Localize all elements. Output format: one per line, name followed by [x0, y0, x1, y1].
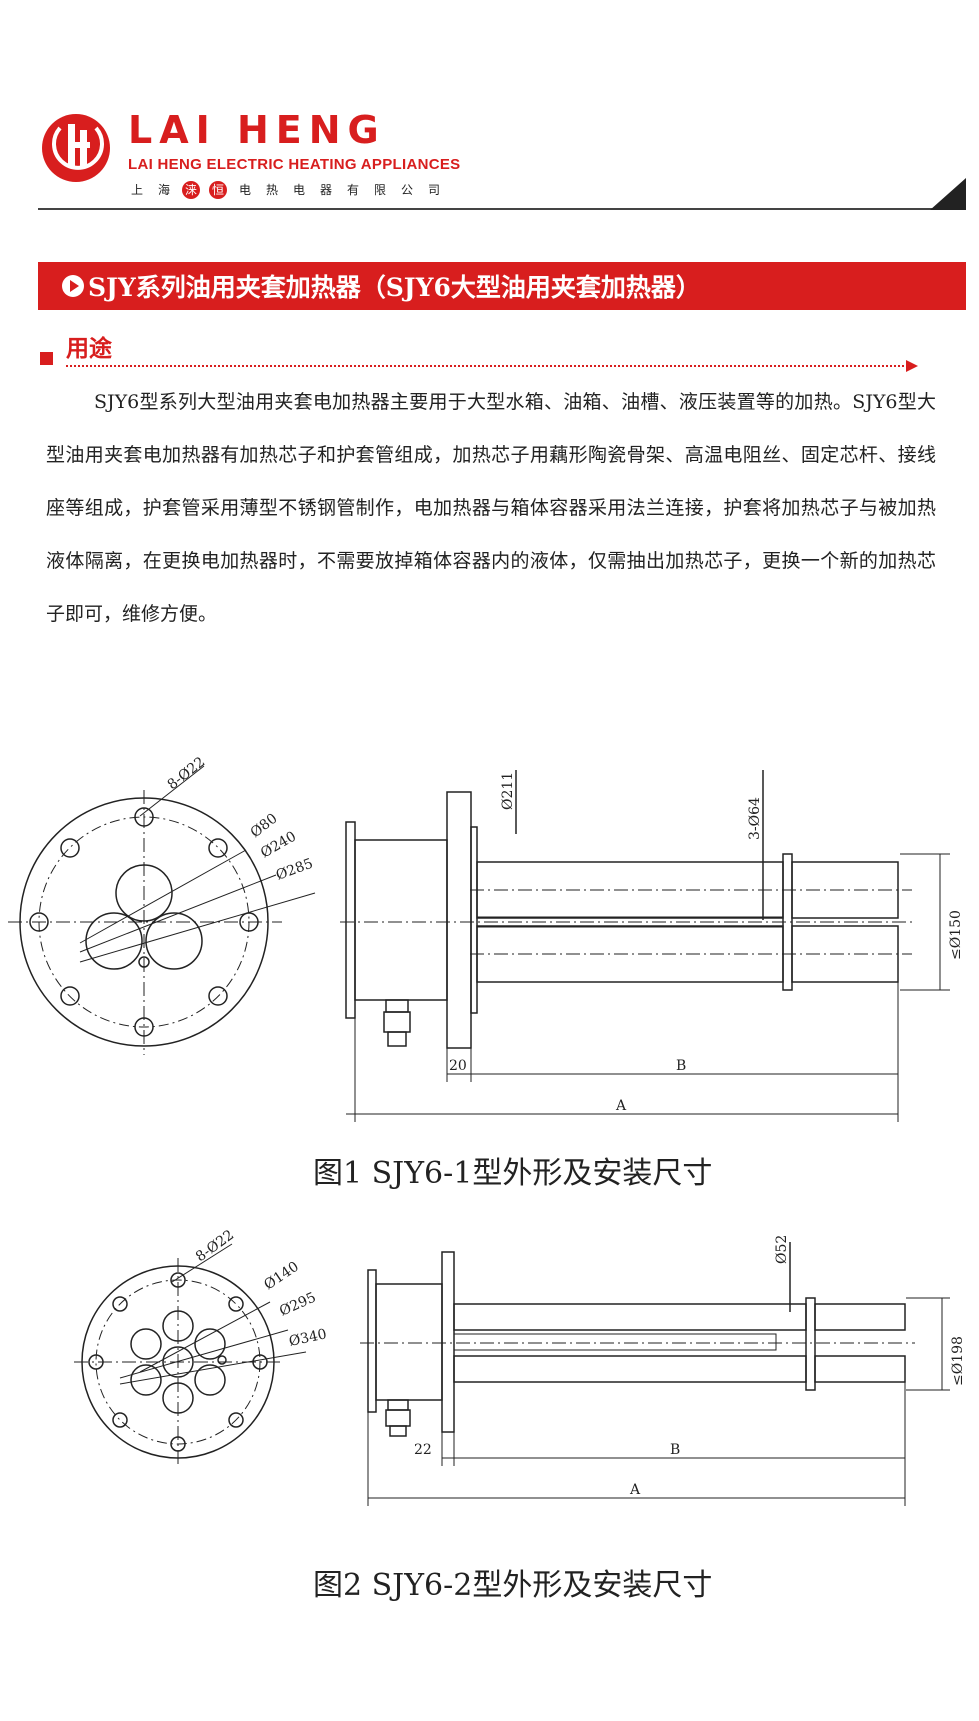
- figure1-side-view: [340, 770, 950, 1122]
- play-bullet-icon: [62, 275, 84, 297]
- arrow-right-icon: [906, 360, 918, 372]
- figure1-dim-bolts: 8-Ø22: [165, 754, 209, 793]
- figure1-dim-211: Ø211: [500, 772, 516, 810]
- header-divider: [38, 208, 966, 210]
- figure2-caption: 图2 SJY6-2型外形及安装尺寸: [313, 1568, 713, 1603]
- product-title-bar: SJY系列油用夹套加热器（SJY6大型油用夹套加热器）: [38, 262, 966, 310]
- figure1-dim-B: B: [676, 1058, 686, 1074]
- figure1-caption: 图1 SJY6-1型外形及安装尺寸: [313, 1156, 713, 1191]
- figure1-dim-tubes: 3-Ø64: [747, 797, 763, 840]
- section-title: 用途: [66, 335, 112, 362]
- figure2-dim-198: ≤Ø198: [950, 1336, 966, 1386]
- figure1-flange-view: [8, 765, 316, 1055]
- figure2-dim-inner: Ø140: [261, 1259, 302, 1294]
- figure2-flange-view: [74, 1243, 307, 1466]
- figure2-dim-22: 22: [414, 1442, 432, 1458]
- section-divider: [66, 365, 908, 367]
- figure1-dim-A: A: [615, 1098, 627, 1114]
- figure2-dim-bolts: 8-Ø22: [193, 1227, 237, 1265]
- figure2-dim-outer: Ø340: [288, 1326, 329, 1350]
- company-chinese-name: 上 海 涞 恒 电 热 电 器 有 限 公 司: [130, 181, 440, 199]
- figure2-dim-A: A: [629, 1482, 641, 1498]
- figure2-drawing: 8-Ø22 Ø140 Ø295 Ø340 Ø52 ≤Ø198 22 B A: [74, 1227, 966, 1506]
- header-corner-triangle: [930, 178, 966, 210]
- brand-subtitle: LAI HENG ELECTRIC HEATING APPLIANCES: [128, 156, 461, 173]
- figure2-dim-52: Ø52: [774, 1235, 790, 1264]
- company-logo-icon: [42, 114, 110, 182]
- description-paragraph: SJY6型系列大型油用夹套电加热器主要用于大型水箱、油箱、油槽、液压装置等的加热…: [46, 391, 936, 625]
- figure1-dim-outer: Ø285: [274, 856, 315, 884]
- brand-name: LAI HENG: [128, 108, 386, 152]
- description-text: SJY6型系列大型油用夹套电加热器主要用于大型水箱、油箱、油槽、液压装置等的加热…: [46, 376, 936, 641]
- figure1-dim-20: 20: [449, 1058, 467, 1074]
- figure2-dim-B: B: [670, 1442, 680, 1458]
- section-square-icon: [40, 352, 53, 365]
- figure1-dim-150: ≤Ø150: [948, 910, 964, 960]
- figure2-side-view: [360, 1242, 950, 1506]
- figure1-drawing: 8-Ø22 Ø80 Ø240 Ø285 Ø211 3-Ø64: [8, 754, 964, 1122]
- figure2-dim-pcd: Ø295: [277, 1289, 318, 1319]
- product-title: SJY系列油用夹套加热器（SJY6大型油用夹套加热器）: [88, 273, 701, 302]
